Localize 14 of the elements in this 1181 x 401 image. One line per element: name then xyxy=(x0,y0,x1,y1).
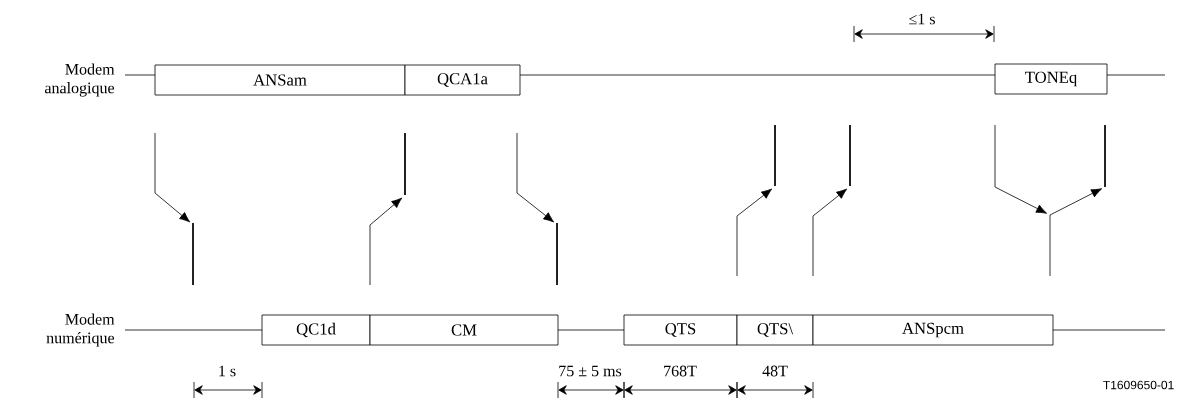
duration-label: ≤1 s xyxy=(909,13,935,25)
signal-box: QTS\ xyxy=(736,314,814,346)
duration-label: 48T xyxy=(762,365,788,377)
modem-label: Modem numérique xyxy=(46,313,115,347)
signal-box: CM xyxy=(369,314,559,346)
duration-label: 75 ± 5 ms xyxy=(559,365,622,377)
duration-label: 768T xyxy=(664,365,697,377)
signal-box: QC1d xyxy=(261,314,371,346)
modem-label: Modem analogique xyxy=(45,63,115,97)
duration-label: 1 s xyxy=(219,365,236,377)
figure-number: T1609650-01 xyxy=(1103,380,1174,390)
signal-box: TONEq xyxy=(994,63,1108,95)
signal-box: QTS xyxy=(623,314,738,346)
signal-box: QCA1a xyxy=(404,64,521,96)
